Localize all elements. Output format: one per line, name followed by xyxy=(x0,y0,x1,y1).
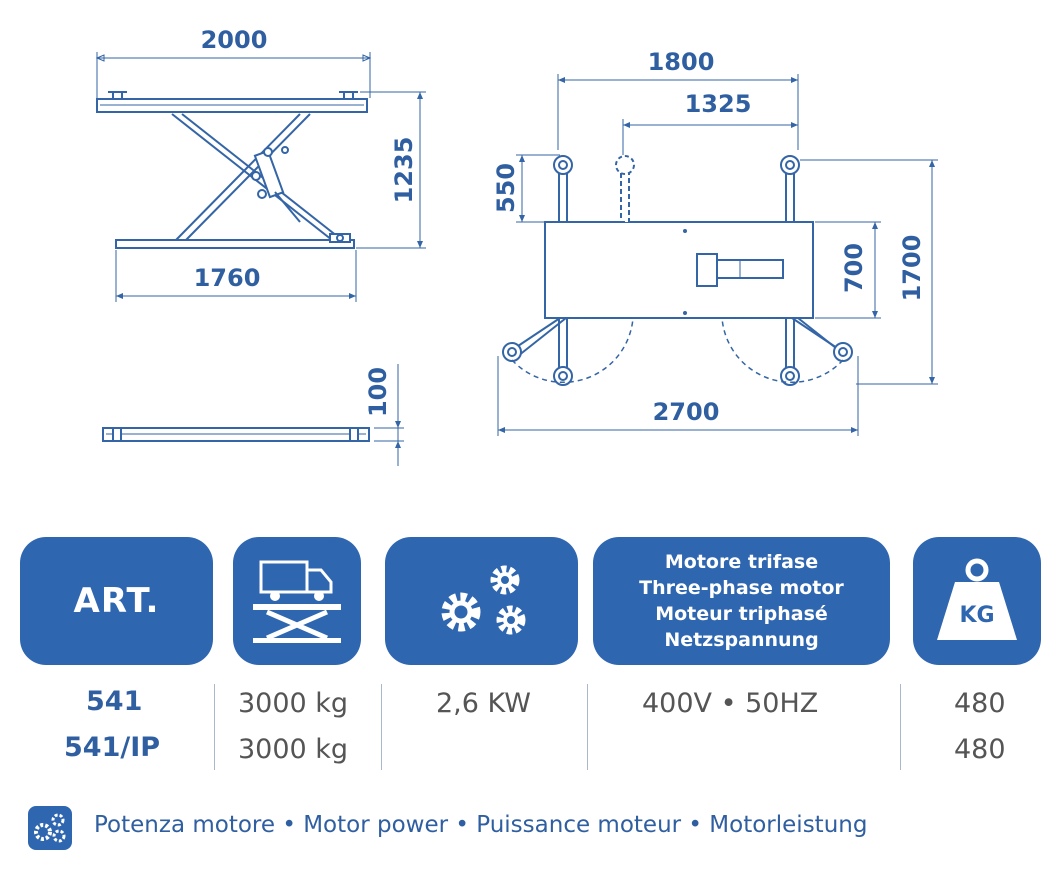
dim-platform-width: 700 xyxy=(840,243,868,293)
motor-label-it: Motore trifase xyxy=(664,551,819,573)
column-separator xyxy=(900,684,901,770)
dim-base-width: 1760 xyxy=(194,264,261,292)
motor-label-en: Three-phase motor xyxy=(639,577,844,599)
weight-value-2: 480 xyxy=(954,734,1006,765)
weight-kg-text: KG xyxy=(959,603,994,628)
capacity-value-2: 3000 kg xyxy=(238,734,349,765)
truck-on-scissor-lift-icon xyxy=(253,560,341,643)
gears-icon xyxy=(28,806,72,850)
technical-drawing: 2000 1760 1235 xyxy=(95,26,938,466)
capacity-value-1: 3000 kg xyxy=(238,688,349,719)
article-number-2: 541/IP xyxy=(64,732,161,763)
article-label: ART. xyxy=(73,581,160,621)
dim-arm-offset: 550 xyxy=(492,163,520,213)
column-separator xyxy=(587,684,588,770)
gears-icon xyxy=(441,565,525,635)
weight-tile: KG xyxy=(913,537,1041,665)
dim-plan-outer: 1800 xyxy=(648,48,715,76)
side-view-raised: 2000 1760 1235 xyxy=(95,26,426,302)
dim-plan-inner: 1325 xyxy=(685,90,752,118)
article-tile: ART. xyxy=(20,537,213,665)
column-separator xyxy=(381,684,382,770)
dim-total-length: 2700 xyxy=(653,398,720,426)
weight-value-1: 480 xyxy=(954,688,1006,719)
power-tile xyxy=(385,537,578,665)
dim-total-width: 1700 xyxy=(898,235,926,302)
motor-label-de: Netzspannung xyxy=(664,629,819,651)
column-separator xyxy=(214,684,215,770)
motor-tile: Motore trifase Three-phase motor Moteur … xyxy=(593,537,890,665)
capacity-tile xyxy=(233,537,361,665)
footer-legend: Potenza motore • Motor power • Puissance… xyxy=(94,812,868,838)
dim-lift-height: 1235 xyxy=(390,137,418,204)
side-view-collapsed: 100 xyxy=(102,364,404,466)
dim-top-width: 2000 xyxy=(201,26,268,54)
supply-value: 400V • 50HZ xyxy=(642,688,819,719)
power-value: 2,6 KW xyxy=(436,688,531,719)
plan-view: 1800 1325 550 xyxy=(492,48,938,436)
motor-label-fr: Moteur triphasé xyxy=(655,603,828,625)
article-number-1: 541 xyxy=(86,686,143,717)
dim-collapsed-height: 100 xyxy=(364,367,392,417)
weight-kg-icon: KG xyxy=(937,558,1017,640)
